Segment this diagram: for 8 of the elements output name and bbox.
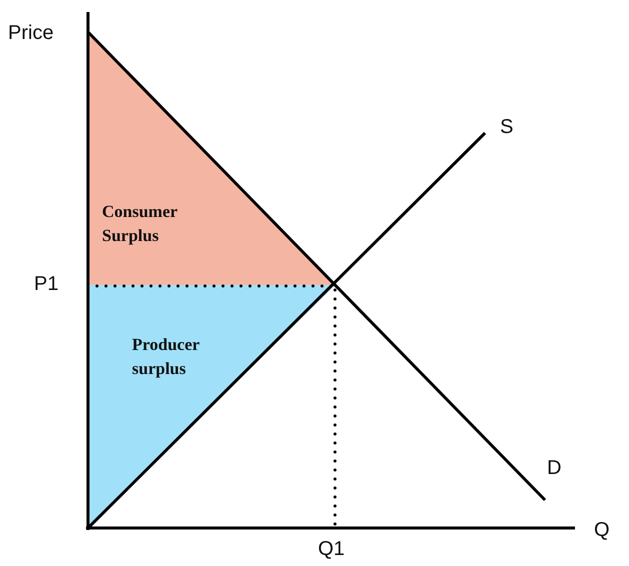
axis-label: Q	[594, 519, 610, 542]
area-label: Consumer Surplus	[102, 201, 178, 247]
curve-label: S	[500, 116, 514, 139]
axis-label: Price	[8, 22, 54, 45]
area-label: Producer surplus	[132, 334, 200, 380]
axis-tick-label: Q1	[318, 538, 345, 561]
axis-tick-label: P1	[34, 273, 58, 296]
curve-label: D	[547, 457, 562, 480]
